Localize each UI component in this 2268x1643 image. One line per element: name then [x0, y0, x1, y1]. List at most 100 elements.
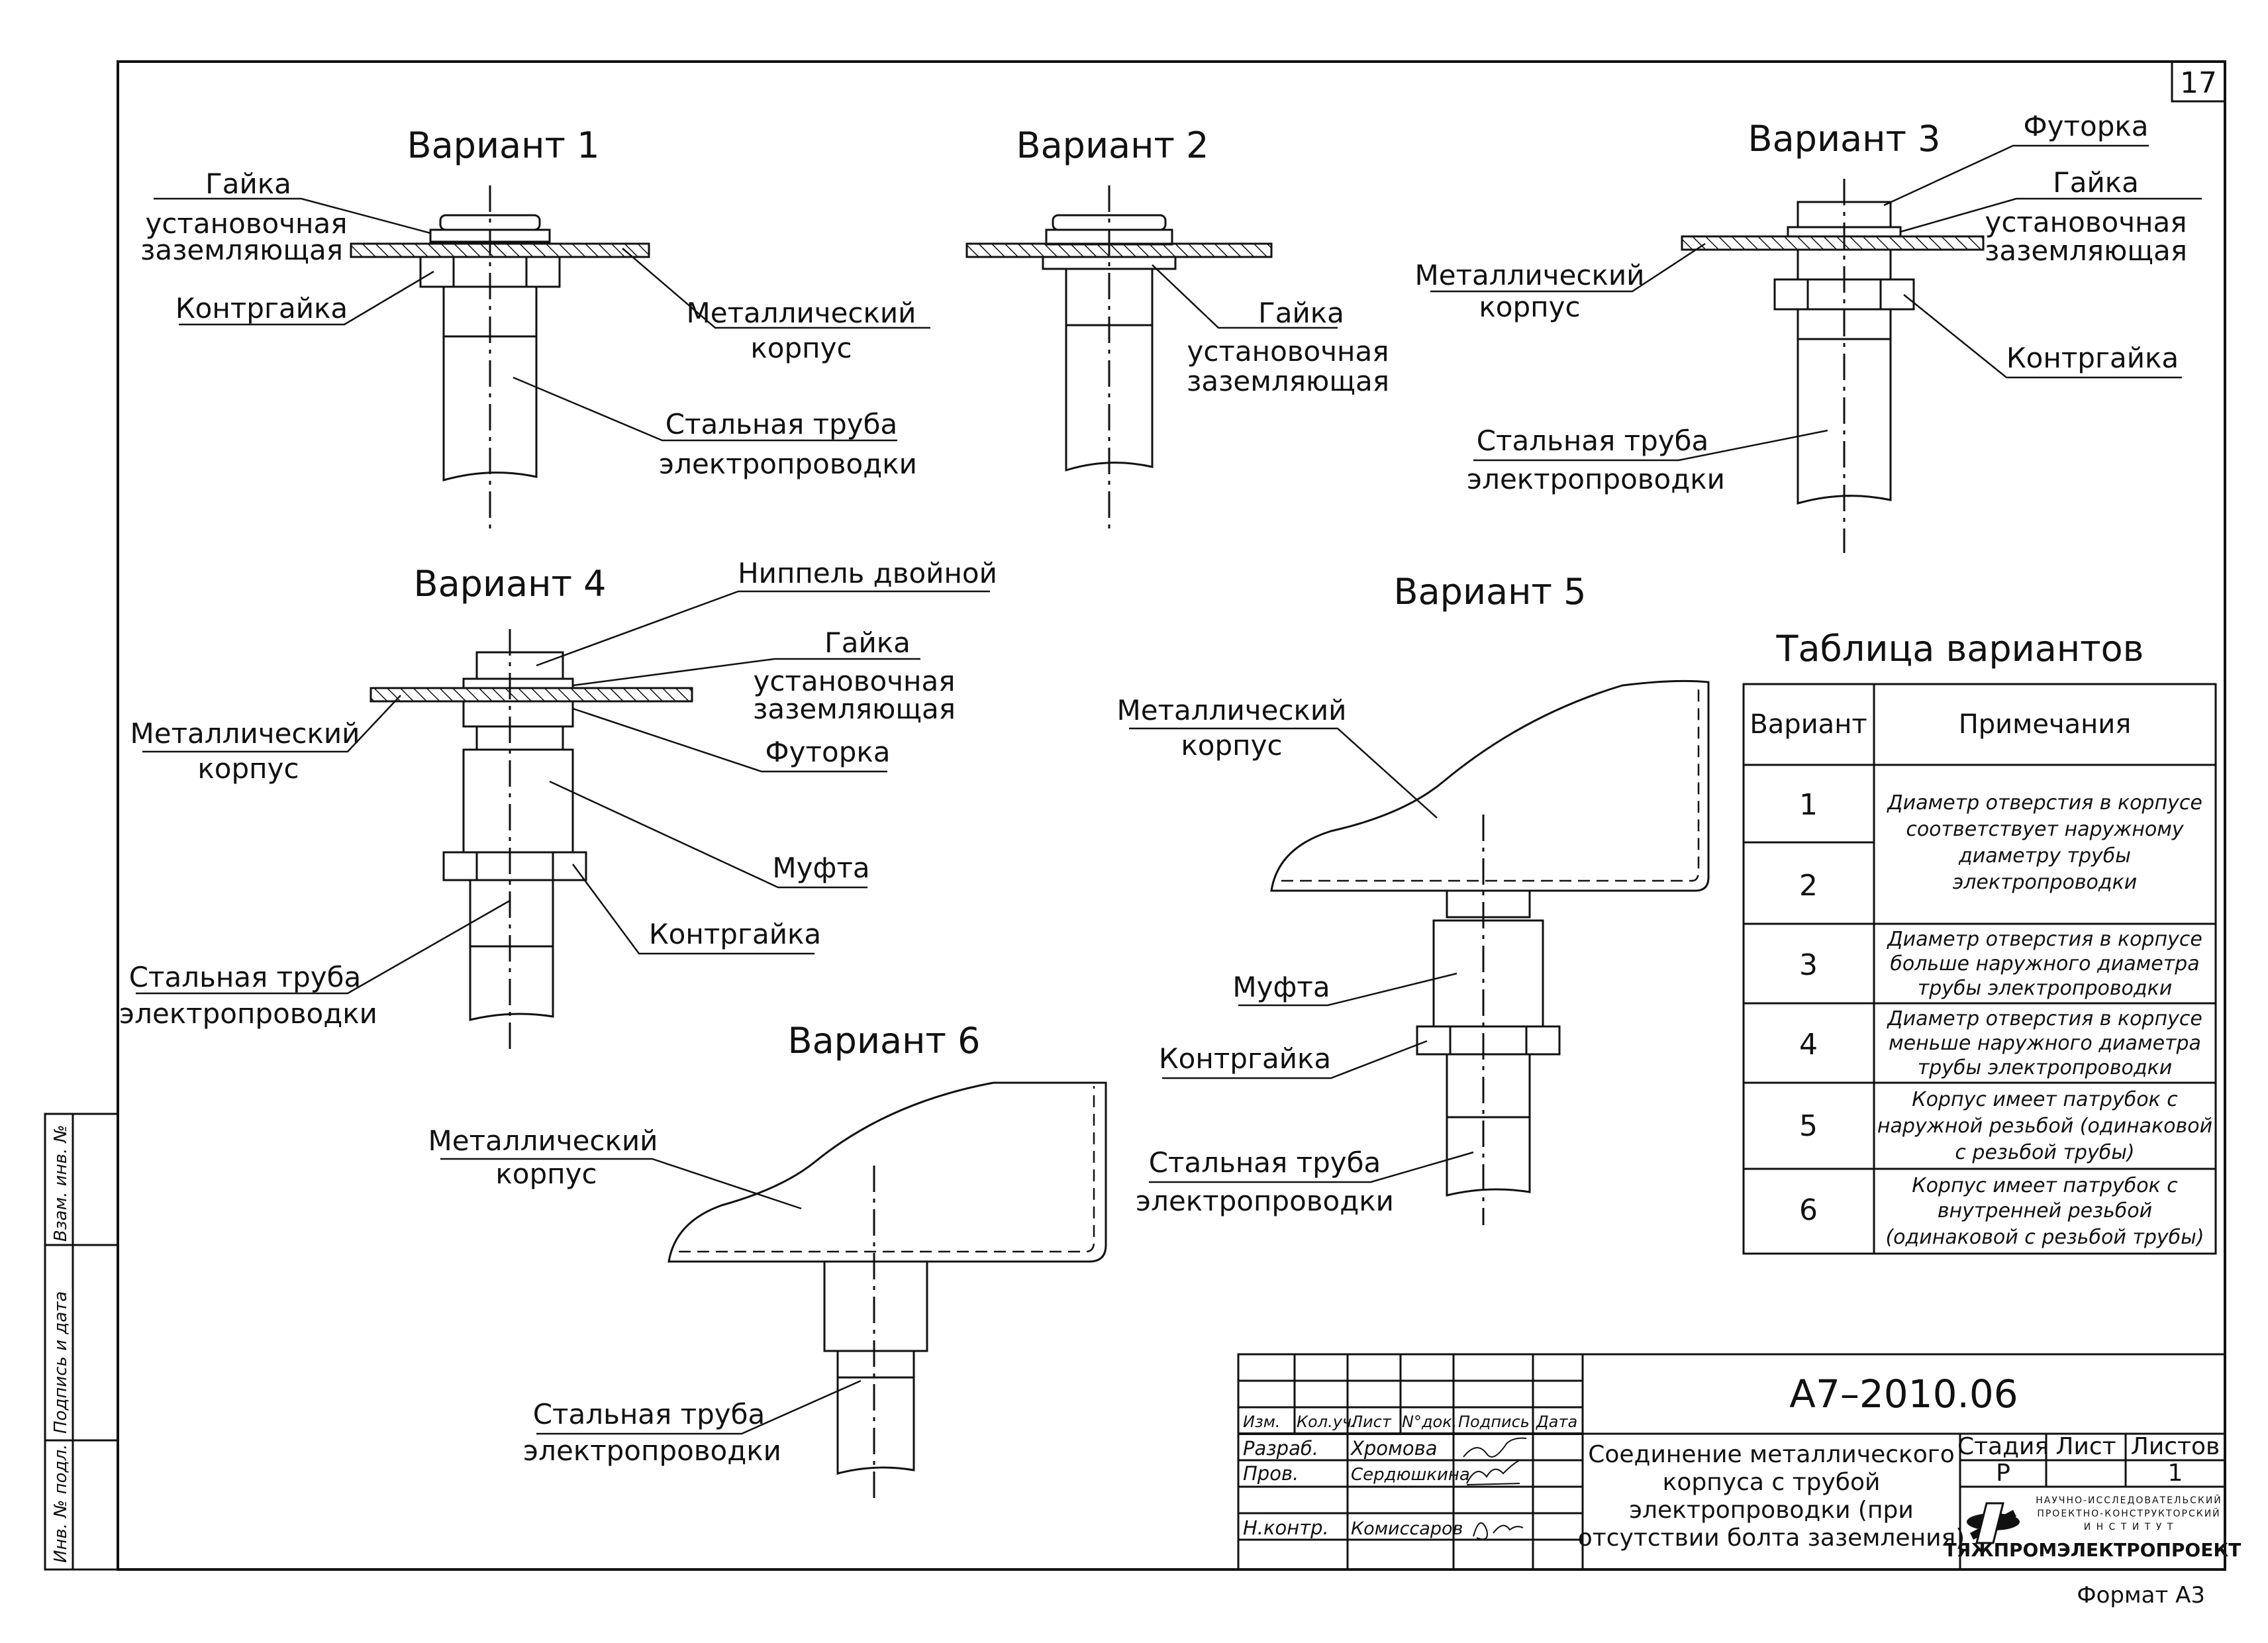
leader: [1129, 727, 1438, 819]
table-row-num: 1: [1799, 788, 1818, 822]
signature: [1463, 1437, 1527, 1458]
v4-nut-label-1: Гайка: [824, 626, 911, 659]
v4-bushing-label: Футорка: [765, 736, 891, 768]
signature: [1466, 1460, 1520, 1485]
metal-body-plate: [965, 242, 1273, 258]
v1-pipe-label-1: Стальная труба: [666, 408, 898, 440]
v4-nut-label-2: установочная: [753, 665, 955, 697]
v5-body-label-2: корпус: [1181, 729, 1282, 762]
tb-role: Пров.: [1243, 1462, 1299, 1485]
tb-sheet-header: Лист: [2055, 1433, 2116, 1460]
leader: [572, 658, 920, 687]
locknut: [442, 851, 587, 881]
leader: [1238, 972, 1457, 1007]
table-row-note: Диаметр отверстия в корпусе: [1886, 791, 2202, 815]
variant-2-title: Вариант 2: [1016, 124, 1209, 166]
variant-1-title: Вариант 1: [407, 124, 600, 166]
tb-name: Комиссаров: [1351, 1519, 1463, 1539]
leader: [179, 270, 434, 326]
drawing-title-line: Соединение металлического: [1588, 1441, 1954, 1468]
tb-role: Разраб.: [1243, 1437, 1318, 1460]
pipe-thread: [1446, 1053, 1531, 1119]
drawing-title-line: электропроводки (при: [1629, 1497, 1913, 1524]
leader: [1900, 197, 2202, 233]
tb-sheets-value: 1: [2168, 1460, 2183, 1487]
leader: [571, 864, 814, 955]
tb-header-kol: Кол.уч.: [1297, 1413, 1357, 1431]
org-line-2: ПРОЕКТНО-КОНСТРУКТОРСКИЙ: [2037, 1507, 2220, 1519]
v3-body-label-2: корпус: [1479, 291, 1580, 323]
v1-nut-label-1: Гайка: [205, 168, 291, 200]
metal-body-plate: [1681, 235, 1985, 251]
v4-nipple-label: Ниппель двойной: [738, 557, 997, 589]
table-row-note: соответствует наружному: [1906, 818, 2185, 841]
tb-header-sign: Подпись: [1458, 1413, 1530, 1431]
tb-role: Н.контр.: [1243, 1517, 1329, 1539]
v6-pipe-label-1: Стальная труба: [533, 1398, 765, 1430]
tb-name: Хромова: [1350, 1437, 1438, 1460]
coupling: [1432, 919, 1544, 1028]
table-row-note: трубы электропроводки: [1918, 977, 2173, 1000]
tb-sheets-header: Листов: [2131, 1433, 2220, 1460]
v3-nut-label-3: заземляющая: [1985, 234, 2187, 267]
table-row-note: трубы электропроводки: [1918, 1056, 2173, 1079]
leader: [536, 1379, 862, 1435]
tb-header-doc: N°док.: [1402, 1413, 1457, 1431]
pipe-thread: [469, 879, 554, 948]
metal-body-plate: [370, 687, 693, 703]
v6-body-label-2: корпус: [495, 1158, 597, 1190]
sheet-number-box: [2171, 60, 2226, 103]
v4-locknut-label: Контргайка: [649, 918, 821, 950]
table-row-note: диаметру трубы: [1958, 844, 2131, 868]
table-row-note: (одинаковой с резьбой трубы): [1885, 1226, 2204, 1249]
format-label: Формат А3: [2077, 1582, 2205, 1609]
variant-2: Вариант 2 Гайка установочная заземляющая: [965, 124, 1389, 530]
variants-table: Таблица вариантов Вариант Примечания 1 2…: [1742, 628, 2217, 1255]
leader: [622, 248, 930, 329]
leader: [136, 899, 511, 995]
table-col-notes: Примечания: [1959, 709, 2132, 740]
v1-locknut-label: Контргайка: [175, 292, 348, 324]
side-ref-no: Взам. инв. №: [51, 1124, 71, 1242]
steel-pipe: [836, 1376, 915, 1475]
table-row-note: меньше наружного диаметра: [1889, 1032, 2201, 1055]
v6-pipe-label-2: электропроводки: [523, 1434, 781, 1467]
v5-body-label-1: Металлический: [1117, 694, 1347, 726]
variant-6-title: Вариант 6: [788, 1020, 981, 1062]
table-row-note: Корпус имеет патрубок с: [1912, 1174, 2178, 1197]
tb-stage-header: Стадия: [1957, 1433, 2049, 1460]
v3-nut-label-1: Гайка: [2053, 166, 2139, 199]
metal-body-plate: [350, 242, 650, 258]
v4-coupling-label: Муфта: [772, 852, 869, 884]
tb-header-list: Лист: [1350, 1413, 1392, 1431]
leader: [1152, 264, 1338, 329]
org-line-1: НАУЧНО-ИССЛЕДОВАТЕЛЬСКИЙ: [2036, 1494, 2222, 1506]
tb-name: Сердюшкина: [1351, 1465, 1470, 1485]
steel-pipe: [1065, 324, 1154, 472]
v3-bushing-label: Футорка: [2024, 110, 2149, 142]
metal-body-inner: [679, 1086, 1095, 1253]
v4-body-label-1: Металлический: [130, 717, 360, 750]
drawing-title-line: отсутствии болта заземления): [1578, 1524, 1965, 1552]
sheet-frame: [117, 60, 2226, 1571]
v3-pipe-label-1: Стальная труба: [1477, 424, 1709, 457]
variant-6: Вариант 6 Металлический корпус Стальная …: [428, 1020, 1107, 1503]
double-nipple: [475, 651, 564, 680]
v3-pipe-label-2: электропроводки: [1467, 463, 1725, 495]
locknut: [1416, 1025, 1561, 1056]
org-name: ТЯЖПРОМЭЛЕКТРОПРОЕКТ: [1944, 1539, 2242, 1561]
steel-pipe: [469, 945, 554, 1021]
leader: [1430, 242, 1706, 293]
variant-5-title: Вариант 5: [1394, 571, 1587, 613]
table-col-variant: Вариант: [1750, 709, 1867, 740]
metal-body-shape: [1270, 679, 1710, 892]
v2-nut-label-2: установочная: [1187, 335, 1389, 368]
table-row-note: наружной резьбой (одинаковой: [1877, 1115, 2212, 1138]
variant-1: Вариант 1 Гайка установочная заземляющая…: [140, 124, 930, 530]
leader: [1473, 429, 1828, 462]
v1-nut-label-3: заземляющая: [140, 234, 343, 266]
signature: [1473, 1522, 1524, 1540]
table-row-note: с резьбой трубы): [1955, 1141, 2134, 1164]
v1-nut-label-2: установочная: [145, 207, 347, 240]
